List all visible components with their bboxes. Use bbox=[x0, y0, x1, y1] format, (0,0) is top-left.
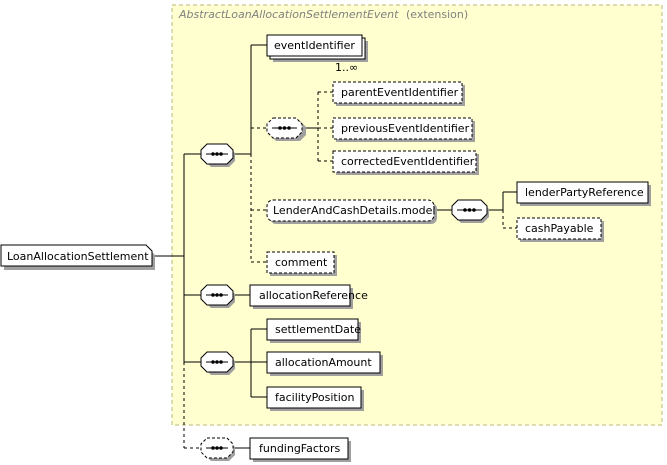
sequence-dot bbox=[219, 360, 223, 364]
element-box bbox=[332, 117, 473, 140]
group-box bbox=[266, 199, 435, 222]
element-label: correctedEventIdentifier bbox=[341, 155, 475, 168]
choice-compositor[interactable] bbox=[266, 117, 306, 141]
sequence-dot bbox=[282, 126, 287, 130]
element-label: allocationReference bbox=[259, 289, 368, 302]
element-label: fundingFactors bbox=[259, 442, 340, 455]
element-lender-party-reference[interactable]: lenderPartyReference bbox=[516, 181, 651, 206]
sequence-compositor[interactable] bbox=[200, 351, 235, 375]
sequence-dot bbox=[211, 446, 215, 450]
element-box bbox=[266, 34, 363, 57]
extension-title: AbstractLoanAllocationSettlementEvent (e… bbox=[178, 8, 468, 21]
element-label: eventIdentifier bbox=[274, 39, 355, 52]
sequence-dot bbox=[211, 293, 215, 297]
sequence-dot bbox=[215, 360, 219, 364]
model-sequence-compositor[interactable] bbox=[451, 199, 489, 223]
element-label: allocationAmount bbox=[275, 356, 372, 369]
element-box bbox=[332, 150, 477, 173]
sequence-dot bbox=[472, 208, 476, 212]
sequence-dot bbox=[219, 446, 223, 450]
element-box bbox=[516, 181, 649, 204]
root-element-box bbox=[0, 244, 153, 267]
element-box bbox=[266, 318, 359, 341]
extension-suffix: (extension) bbox=[406, 8, 468, 21]
sequence-dot bbox=[215, 152, 219, 156]
element-parent-event-identifier[interactable]: parentEventIdentifier bbox=[332, 81, 465, 106]
sequence-dot bbox=[287, 126, 291, 130]
element-label: settlementDate bbox=[275, 323, 361, 336]
sequence-compositor[interactable] bbox=[200, 284, 235, 308]
element-previous-event-identifier[interactable]: previousEventIdentifier bbox=[332, 117, 475, 142]
connectors bbox=[152, 44, 517, 449]
element-label: previousEventIdentifier bbox=[341, 122, 470, 135]
root-element-label: LoanAllocationSettlement bbox=[7, 250, 149, 263]
root-element[interactable]: LoanAllocationSettlement bbox=[0, 244, 155, 270]
element-label: cashPayable bbox=[525, 222, 594, 235]
sequence-dot bbox=[463, 208, 467, 212]
cardinality-label: 1..∞ bbox=[335, 61, 358, 74]
element-cash-payable[interactable]: cashPayable bbox=[516, 217, 604, 242]
sequence-dot bbox=[467, 208, 472, 212]
group-label: LenderAndCashDetails.model bbox=[273, 204, 435, 217]
element-comment[interactable]: comment bbox=[266, 251, 337, 276]
sequence-dot bbox=[211, 360, 215, 364]
sequence-dot bbox=[215, 446, 219, 450]
element-label: lenderPartyReference bbox=[525, 186, 644, 199]
element-box bbox=[249, 284, 351, 307]
extension-type-name: AbstractLoanAllocationSettlementEvent bbox=[178, 8, 399, 21]
sequence-dot bbox=[219, 152, 223, 156]
element-funding-factors[interactable]: fundingFactors bbox=[249, 437, 351, 462]
element-corrected-event-identifier[interactable]: correctedEventIdentifier bbox=[332, 150, 479, 175]
element-allocation-reference[interactable]: allocationReference bbox=[249, 284, 368, 309]
element-box bbox=[249, 437, 349, 460]
sequence-dot bbox=[215, 293, 219, 297]
sequence-dot bbox=[278, 126, 282, 130]
element-label: facilityPosition bbox=[275, 391, 355, 404]
group-lender-and-cash-details-model[interactable]: LenderAndCashDetails.model bbox=[266, 199, 437, 224]
element-allocation-amount[interactable]: allocationAmount bbox=[266, 351, 383, 376]
element-box bbox=[266, 251, 335, 274]
element-facility-position[interactable]: facilityPosition bbox=[266, 386, 364, 411]
element-label: comment bbox=[275, 256, 328, 269]
sequence-dot bbox=[219, 293, 223, 297]
sequence-compositor[interactable] bbox=[200, 143, 235, 167]
element-box bbox=[516, 217, 602, 240]
element-label: parentEventIdentifier bbox=[341, 86, 459, 99]
element-box bbox=[332, 81, 463, 104]
element-box bbox=[266, 351, 381, 374]
element-event-identifier[interactable]: eventIdentifier bbox=[266, 34, 368, 62]
optional-sequence-compositor[interactable] bbox=[200, 437, 235, 461]
sequence-dot bbox=[211, 152, 215, 156]
element-settlement-date[interactable]: settlementDate bbox=[266, 318, 361, 343]
element-box bbox=[266, 386, 362, 409]
